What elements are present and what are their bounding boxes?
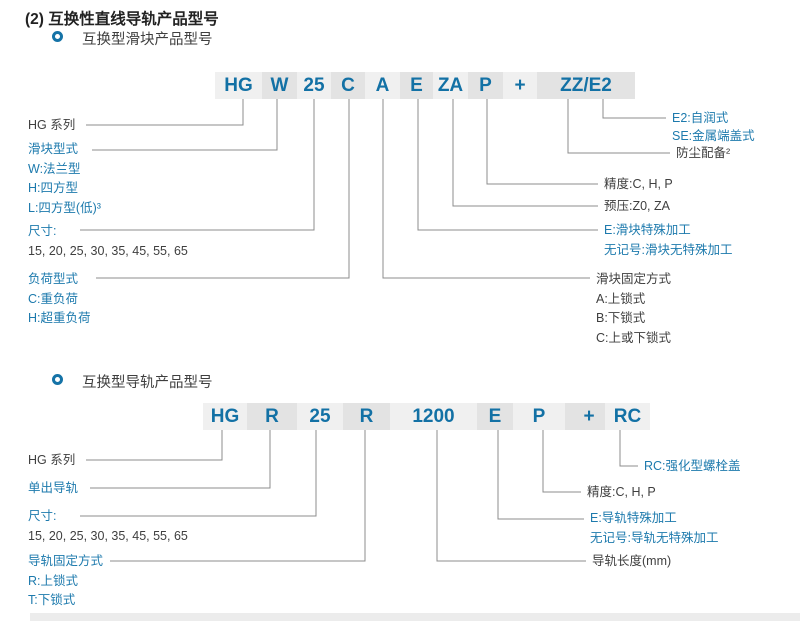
code-segment-dust: ZZ/E2	[537, 72, 635, 99]
block-fixing-b: B:下锁式	[596, 311, 646, 325]
size-values: 15, 20, 25, 30, 35, 45, 55, 65	[28, 243, 188, 258]
dust-se: SE:金属端盖式	[672, 129, 755, 143]
load-c: C:重负荷	[28, 291, 79, 306]
rail-fixing-r: R:上锁式	[28, 573, 79, 588]
block-type-l: L:四方型(低)³	[28, 200, 101, 215]
special-none: 无记号:导轨无特殊加工	[590, 530, 719, 545]
label-group-size: 尺寸: 15, 20, 25, 30, 35, 45, 55, 65	[28, 222, 188, 261]
label-group-rail-special: E:导轨特殊加工 无记号:导轨无特殊加工	[590, 509, 718, 548]
code-segment-bolt-cap: RC	[605, 403, 650, 430]
label-series: HG 系列	[28, 453, 76, 467]
size-values: 15, 20, 25, 30, 35, 45, 55, 65	[28, 528, 188, 543]
block-type-title: 滑块型式	[28, 142, 79, 156]
section-heading-rail: 互换型导轨产品型号	[82, 375, 213, 391]
special-e: E:滑块特殊加工	[604, 223, 691, 237]
code-segment-fixing: A	[365, 72, 400, 99]
special-e: E:导轨特殊加工	[590, 511, 677, 525]
code-segment-size: 25	[297, 403, 343, 430]
code-segment-fixing: R	[343, 403, 390, 430]
label-bolt-cap: RC:强化型螺栓盖	[644, 459, 741, 473]
label-group-block-type: 滑块型式 W:法兰型 H:四方型 L:四方型(低)³	[28, 140, 101, 218]
code-segment-plus: +	[503, 72, 537, 99]
label-group-block-fixing: 滑块固定方式 A:上锁式 B:下锁式 C:上或下锁式	[596, 270, 671, 348]
size-title: 尺寸:	[28, 224, 57, 238]
code-segment-rail-type: R	[247, 403, 297, 430]
code-segment-size: 25	[297, 72, 331, 99]
dust-e2: E2:自润式	[672, 111, 729, 125]
load-h: H:超重负荷	[28, 311, 91, 325]
label-single-rail: 单出导轨	[28, 481, 79, 495]
label-group-load: 负荷型式 C:重负荷 H:超重负荷	[28, 270, 91, 329]
code-segment-accuracy: P	[513, 403, 565, 430]
page-title: (2) 互换性直线导轨产品型号	[25, 11, 219, 28]
size-title: 尺寸:	[28, 509, 57, 523]
special-none: 无记号:滑块无特殊加工	[604, 242, 733, 257]
label-accuracy-block: 精度:C, H, P	[604, 177, 673, 191]
code-segment-special: E	[400, 72, 433, 99]
block-type-w: W:法兰型	[28, 161, 81, 176]
code-segment-series: HG	[203, 403, 247, 430]
label-group-rail-fixing: 导轨固定方式 R:上锁式 T:下锁式	[28, 552, 103, 611]
load-title: 负荷型式	[28, 272, 79, 286]
label-accuracy-rail: 精度:C, H, P	[587, 485, 656, 499]
label-preload: 预压:Z0, ZA	[604, 199, 670, 213]
code-segment-accuracy: P	[468, 72, 503, 99]
code-segment-series: HG	[215, 72, 262, 99]
code-segment-load: C	[331, 72, 365, 99]
label-group-block-special: E:滑块特殊加工 无记号:滑块无特殊加工	[604, 221, 732, 260]
code-segment-length: 1200	[390, 403, 477, 430]
block-fixing-title: 滑块固定方式	[596, 272, 672, 286]
label-dust-title: 防尘配备²	[676, 146, 731, 160]
code-segment-preload: ZA	[433, 72, 468, 99]
rail-fixing-title: 导轨固定方式	[28, 554, 104, 568]
block-fixing-c: C:上或下锁式	[596, 330, 672, 345]
rail-fixing-t: T:下锁式	[28, 593, 76, 607]
code-segment-special: E	[477, 403, 513, 430]
label-group-dust-options: E2:自润式 SE:金属端盖式	[672, 109, 755, 145]
bullet-icon	[52, 374, 63, 385]
label-rail-length: 导轨长度(mm)	[592, 554, 672, 568]
section-heading-block: 互换型滑块产品型号	[82, 32, 213, 48]
block-fixing-a: A:上锁式	[596, 291, 646, 306]
label-series: HG 系列	[28, 118, 76, 132]
code-segment-block-type: W	[262, 72, 297, 99]
label-group-rail-size: 尺寸: 15, 20, 25, 30, 35, 45, 55, 65	[28, 507, 188, 546]
bullet-icon	[52, 31, 63, 42]
next-page-edge-strip	[30, 613, 800, 621]
block-type-h: H:四方型	[28, 181, 79, 195]
